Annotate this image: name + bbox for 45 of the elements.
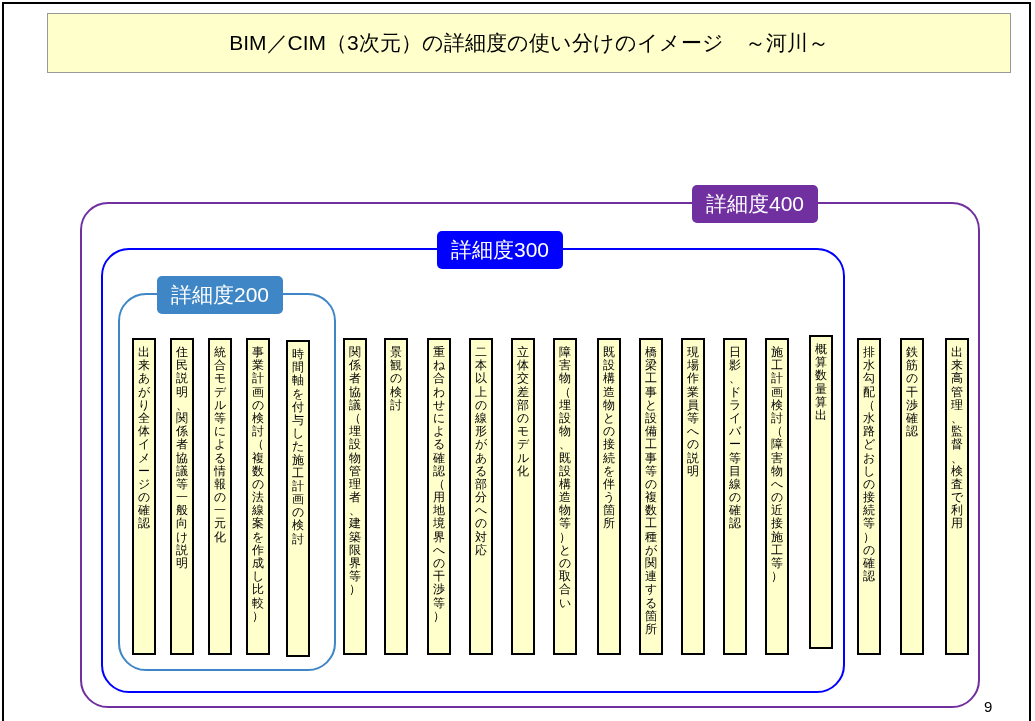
use-case-text: 関係者協議（埋設物管理者、建築限界等） (349, 346, 361, 599)
use-case-bar (286, 340, 310, 657)
use-case-text: 出来高管理、監督、検査で利用 (951, 346, 963, 533)
use-case-text: 立体交差部のモデル化 (517, 346, 529, 480)
use-case-bar (809, 335, 833, 649)
use-case-text: 統合モデル等による情報の一元化 (214, 346, 226, 546)
use-case-text: 二本以上の線形がある部分への対応 (475, 346, 487, 559)
level-label: 詳細度200 (157, 276, 284, 314)
use-case-text: 概算数量算出 (815, 343, 827, 424)
use-case-text: 橋梁工事と設備工事等の複数工種が関連する箇所 (645, 346, 657, 638)
use-case-text: 住民説明、関係者協議等一般向け説明 (176, 346, 188, 572)
use-case-bar (469, 338, 493, 655)
use-case-bar (681, 338, 705, 655)
use-case-bar (945, 338, 969, 655)
level-label: 詳細度400 (692, 185, 819, 223)
use-case-bar (553, 338, 577, 655)
use-case-bar (343, 338, 367, 655)
use-case-text: 鉄筋の干渉確認 (906, 346, 918, 441)
use-case-bar (857, 338, 881, 655)
use-case-text: 日影、ドライバー等目線の確認 (729, 346, 741, 533)
use-case-text: 時間軸を付与した施工計画の検討 (292, 348, 304, 548)
use-case-bar (511, 338, 535, 655)
use-case-text: 事業計画の検討（複数の法線案を作成し比較） (252, 346, 264, 625)
use-case-bar (723, 338, 747, 655)
use-case-bar (132, 338, 156, 655)
use-case-text: 排水勾配（水路どおしの接続等）の確認 (863, 346, 875, 586)
use-case-text: 重ね合わせによる確認（用地境界への干渉等） (433, 346, 445, 625)
use-case-bar (639, 338, 663, 655)
use-case-text: 出来あがり全体イメージの確認 (138, 346, 150, 533)
use-case-bar (384, 338, 408, 655)
use-case-text: 景観の検討 (390, 346, 402, 414)
use-case-text: 施工計画検討（障害物への近接施工等） (771, 346, 783, 586)
use-case-bar (765, 338, 789, 655)
use-case-bar (900, 338, 924, 655)
use-case-bar (597, 338, 621, 655)
page-number: 9 (984, 698, 993, 715)
use-case-text: 既設構造物との接続を伴う箇所 (603, 346, 615, 533)
level-label: 詳細度300 (437, 231, 564, 269)
use-case-bar (427, 338, 451, 655)
slide-title: BIM／CIM（3次元）の詳細度の使い分けのイメージ ～河川～ (47, 13, 1011, 73)
use-case-text: 現場作業員等への説明 (687, 346, 699, 480)
use-case-bar (170, 338, 194, 655)
use-case-text: 障害物（埋設物、既設構造物等）との取合い (559, 346, 571, 612)
use-case-bar (246, 338, 270, 655)
use-case-bar (208, 338, 232, 655)
